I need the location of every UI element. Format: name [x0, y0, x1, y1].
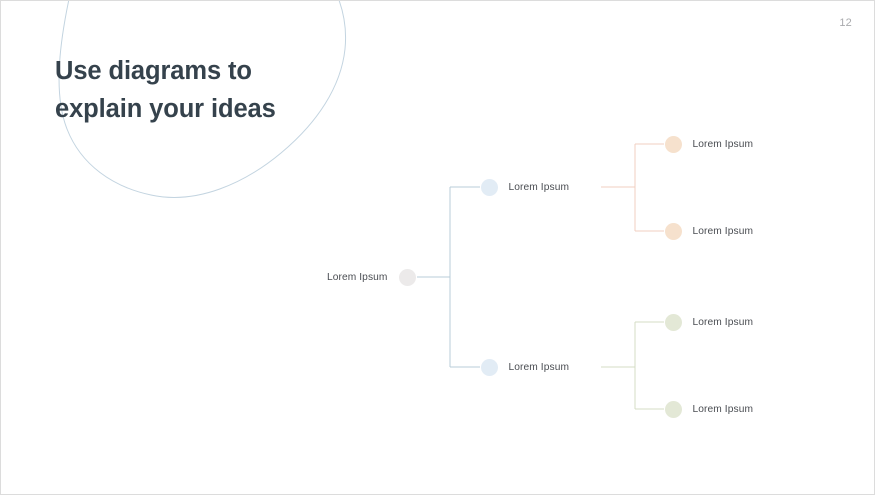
diagram-node-leaf-1[interactable]: Lorem Ipsum [664, 135, 754, 153]
diagram-node-leaf-3[interactable]: Lorem Ipsum [664, 313, 754, 331]
page-title: Use diagrams to explain your ideas [55, 53, 385, 128]
node-label: Lorem Ipsum [692, 138, 754, 150]
node-label: Lorem Ipsum [692, 316, 754, 328]
diagram-node-level2-1[interactable]: Lorem Ipsum [480, 178, 570, 196]
diagram-node-root[interactable]: Lorem Ipsum [326, 268, 416, 286]
node-dot-leaf-4 [664, 400, 682, 418]
node-dot-leaf-3 [664, 313, 682, 331]
node-label: Lorem Ipsum [692, 225, 754, 237]
title-line-1: Use diagrams to [55, 57, 252, 85]
node-dot-leaf-2 [664, 222, 682, 240]
diagram-node-leaf-2[interactable]: Lorem Ipsum [664, 222, 754, 240]
node-dot-level2-1 [480, 178, 498, 196]
diagram-node-leaf-4[interactable]: Lorem Ipsum [664, 400, 754, 418]
node-label: Lorem Ipsum [692, 403, 754, 415]
node-label: Lorem Ipsum [326, 271, 388, 283]
page-number: 12 [839, 17, 852, 29]
node-dot-level2-2 [480, 358, 498, 376]
node-label: Lorem Ipsum [508, 181, 570, 193]
node-dot-leaf-1 [664, 135, 682, 153]
node-dot-root [398, 268, 416, 286]
node-label: Lorem Ipsum [508, 361, 570, 373]
title-line-2: explain your ideas [55, 94, 276, 123]
diagram-node-level2-2[interactable]: Lorem Ipsum [480, 358, 570, 376]
